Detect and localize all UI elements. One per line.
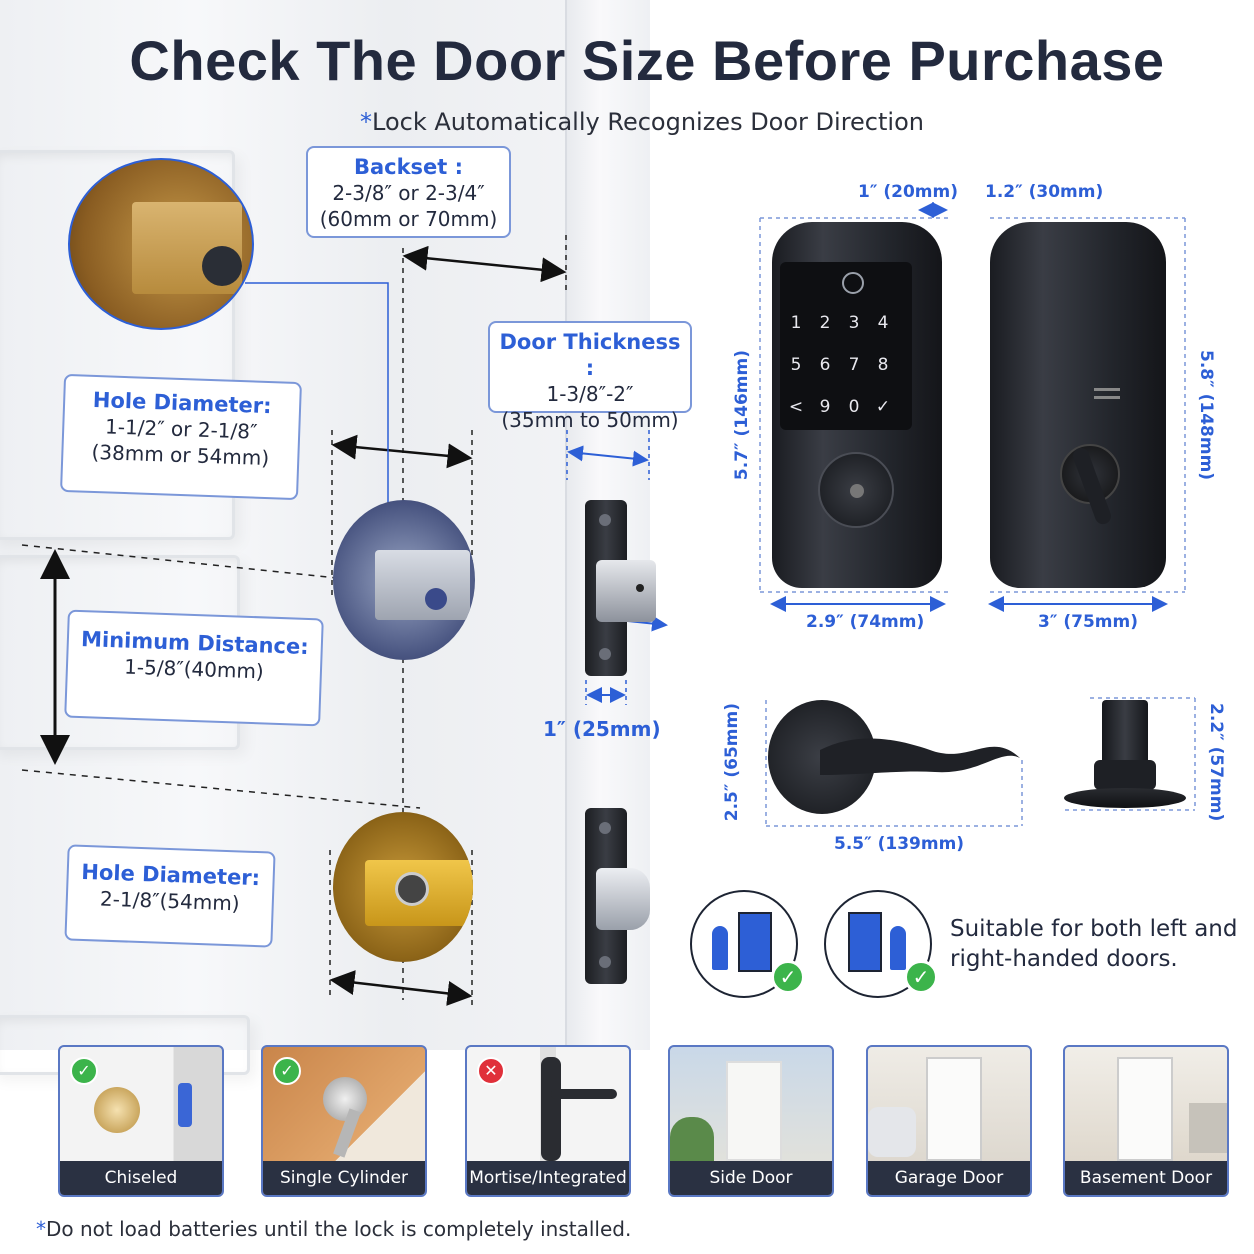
subtitle-text: Lock Automatically Recognizes Door Direc…: [372, 108, 924, 136]
minimum-distance-callout: Minimum Distance: 1-5/8″(40mm): [64, 609, 324, 727]
door-type-tile-chiseled: ✓ Chiseled: [58, 1045, 224, 1197]
cylinder-knob: [323, 1077, 367, 1121]
bore-hole-photo: [333, 500, 475, 660]
keypad-key: 7: [848, 355, 860, 375]
hole-diameter-bottom-line1: 2-1/8″(54mm): [99, 886, 241, 916]
backset-heading: Backset :: [353, 155, 464, 179]
hole-diameter-top-callout: Hole Diameter: 1-1/2″ or 2-1/8″ (38mm or…: [60, 373, 302, 501]
backset-callout: Backset : 2-3/8″ or 2-3/4″ (60mm or 70mm…: [306, 146, 511, 238]
mortise-lever: [551, 1089, 617, 1099]
front-depth-dimension: 1″ (20mm): [858, 182, 958, 202]
person-icon: [890, 926, 906, 970]
backset-line1: 2-3/8″ or 2-3/4″: [332, 181, 485, 205]
page-subtitle: *Lock Automatically Recognizes Door Dire…: [0, 108, 1254, 136]
check-icon: ✓: [70, 1057, 98, 1085]
door-icon: [738, 912, 772, 972]
back-height-dimension: 5.8″ (148mm): [1196, 350, 1216, 481]
door-type-tile-side-door: Side Door: [668, 1045, 834, 1197]
strike-bolt: [596, 868, 650, 930]
hole-diameter-top-line2: (38mm or 54mm): [91, 439, 270, 471]
lock-back-interior: [990, 222, 1166, 588]
chiseled-hole: [94, 1087, 140, 1133]
lever-height-dimension: 2.5″ (65mm): [722, 703, 742, 822]
keypad-key: ✓: [875, 397, 891, 417]
latch-bolt: [596, 560, 656, 622]
keypad-key: 9: [819, 397, 831, 417]
door-panel-top: [0, 150, 235, 540]
knob-height-dimension: 2.2″ (57mm): [1206, 703, 1226, 822]
door-thickness-callout: Door Thickness : 1-3/8″-2″ (35mm to 50mm…: [488, 321, 692, 432]
hole-diameter-top-line1: 1-1/2″ or 2-1/8″: [104, 414, 258, 444]
keypad-key: 1: [790, 313, 802, 333]
door-thickness-heading: Door Thickness :: [499, 330, 681, 380]
minimum-distance-line1: 1-5/8″(40mm): [123, 654, 265, 684]
back-depth-dimension: 1.2″ (30mm): [985, 182, 1104, 202]
cross-icon: ✕: [477, 1057, 505, 1085]
thumb-turn: [1060, 444, 1120, 527]
latch-closeup-photo: [68, 158, 254, 330]
door-type-label: Basement Door: [1065, 1161, 1227, 1195]
side-door-photo: [726, 1061, 782, 1161]
keypad-key: 4: [877, 313, 889, 333]
footnote-asterisk: *: [36, 1217, 46, 1241]
back-width-dimension: 3″ (75mm): [1038, 612, 1138, 632]
keyhole-icon: [850, 484, 864, 498]
door-icon: [848, 912, 882, 972]
door-type-label: Chiseled: [60, 1161, 222, 1195]
garage-door-photo: [926, 1057, 982, 1161]
bottom-bore-photo: [333, 812, 473, 962]
door-type-label: Mortise/Integrated: [467, 1161, 629, 1195]
hole-diameter-bottom-callout: Hole Diameter: 2-1/8″(54mm): [64, 844, 276, 948]
person-icon: [712, 926, 728, 970]
right-handed-check-icon: ✓: [904, 960, 938, 994]
knob-neck: [1094, 760, 1156, 790]
door-type-tile-basement-door: Basement Door: [1063, 1045, 1229, 1197]
door-type-label: Single Cylinder: [263, 1161, 425, 1195]
subtitle-asterisk: *: [360, 108, 373, 136]
latch-plate-dimension: 1″ (25mm): [543, 717, 661, 741]
deadbolt-cylinder: [818, 452, 894, 528]
lever-handle: [820, 738, 1020, 775]
door-thickness-line1: 1-3/8″-2″: [546, 382, 634, 406]
door-type-tile-single-cylinder: ✓ Single Cylinder: [261, 1045, 427, 1197]
footnote-text: Do not load batteries until the lock is …: [46, 1217, 632, 1241]
mortise-plate: [541, 1057, 561, 1161]
door-thickness-line2: (35mm to 50mm): [501, 408, 679, 432]
keypad-key: 8: [877, 355, 889, 375]
door-type-label: Garage Door: [868, 1161, 1030, 1195]
fingerprint-sensor-icon: [842, 272, 864, 294]
door-type-label: Side Door: [670, 1161, 832, 1195]
check-icon: ✓: [273, 1057, 301, 1085]
door-type-tile-mortise: ✕ Mortise/Integrated: [465, 1045, 631, 1197]
keypad-key: 5: [790, 355, 802, 375]
knob-spindle: [1102, 700, 1148, 770]
keypad-key: 6: [819, 355, 831, 375]
keypad-key: 0: [848, 397, 860, 417]
left-handed-check-icon: ✓: [771, 960, 805, 994]
keypad-key: <: [788, 397, 804, 417]
minimum-distance-heading: Minimum Distance:: [80, 627, 310, 659]
keypad-key: 2: [819, 313, 831, 333]
front-width-dimension: 2.9″ (74mm): [806, 612, 925, 632]
door-type-tile-garage-door: Garage Door: [866, 1045, 1032, 1197]
basement-door-photo: [1117, 1057, 1173, 1161]
lock-front-exterior: [772, 222, 942, 588]
footnote: *Do not load batteries until the lock is…: [36, 1217, 631, 1241]
front-height-dimension: 5.7″ (146mm): [732, 350, 752, 481]
backset-line2: (60mm or 70mm): [319, 207, 498, 231]
keypad-key: 3: [848, 313, 860, 333]
keypad-panel: [780, 262, 912, 430]
lever-length-dimension: 5.5″ (139mm): [834, 834, 965, 854]
page-title: Check The Door Size Before Purchase: [129, 29, 1165, 92]
suitable-text: Suitable for both left and right-handed …: [950, 916, 1238, 972]
knob-base: [1064, 788, 1186, 808]
